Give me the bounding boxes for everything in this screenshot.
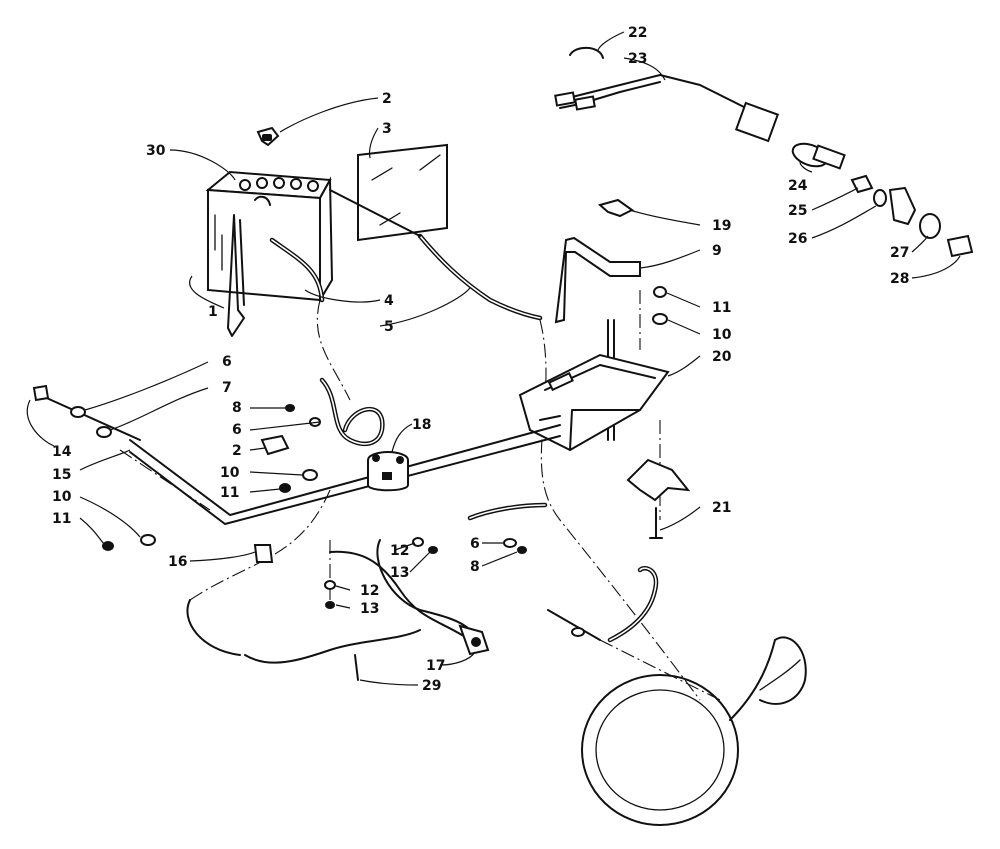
nut <box>102 541 114 551</box>
callout-bolt-left: 14 <box>52 444 72 460</box>
washer <box>96 426 112 438</box>
hold-down-rod <box>129 424 561 516</box>
callout-key-switch: 24 <box>788 178 808 194</box>
callout-positive-cable: 5 <box>384 319 394 335</box>
callout-washer-center-2: 10 <box>220 465 240 481</box>
callout-connector-sleeve: 16 <box>168 554 187 570</box>
terminal-cap <box>256 126 280 147</box>
callout-nut-right: 8 <box>470 559 480 575</box>
washer <box>324 580 336 590</box>
callout-clip: 19 <box>712 218 731 234</box>
washer <box>140 534 156 546</box>
callout-key: 28 <box>890 271 909 287</box>
starter-cable <box>607 565 659 643</box>
support-bracket <box>626 458 691 502</box>
starter-solenoid <box>367 451 409 492</box>
callout-bolt-bracket: 21 <box>712 500 731 516</box>
positive-cable <box>417 233 543 321</box>
callout-washer-lower-left: 10 <box>52 489 72 505</box>
callout-nut-solenoid: 13 <box>390 565 409 581</box>
nut <box>428 546 438 554</box>
key <box>946 234 974 258</box>
callout-washer-right: 6 <box>470 536 480 552</box>
assembly-line <box>119 449 211 511</box>
callout-key-switch-harness: 23 <box>628 51 647 67</box>
callout-nut-lower-left: 11 <box>52 511 71 527</box>
callout-retaining-ring: 22 <box>628 25 647 41</box>
battery <box>205 170 334 304</box>
callout-washer-center: 6 <box>232 422 242 438</box>
callout-washer-bracket: 10 <box>712 327 732 343</box>
callout-nut-switch: 25 <box>788 203 807 219</box>
terminal-cap <box>260 434 290 456</box>
washer <box>302 469 318 481</box>
callout-battery-strap: 1 <box>208 304 218 320</box>
callout-washer-lower: 12 <box>360 583 379 599</box>
solenoid-cable <box>467 502 548 521</box>
battery-strap <box>227 214 245 337</box>
lock-washer <box>873 189 887 207</box>
callout-starter-solenoid: 18 <box>412 417 431 433</box>
callout-battery-tray: 20 <box>712 349 732 365</box>
callout-nut-center: 8 <box>232 400 242 416</box>
washer <box>412 537 424 547</box>
washer <box>503 538 517 548</box>
battery-cable-loop <box>319 377 385 447</box>
battery-label <box>357 143 448 242</box>
callout-lock-washer-switch: 26 <box>788 231 807 247</box>
retaining-ring <box>569 46 604 59</box>
bezel-plate <box>889 187 916 225</box>
callout-terminal-cap-center: 2 <box>232 443 242 459</box>
callout-wire-terminal: 29 <box>422 678 441 694</box>
washer <box>571 627 585 637</box>
callout-battery-bracket: 9 <box>712 243 722 259</box>
callout-hold-down-rod: 15 <box>52 467 71 483</box>
callout-nut-center-2: 11 <box>220 485 239 501</box>
callout-switch-harness: 17 <box>426 658 445 674</box>
nut <box>325 601 335 609</box>
callout-washer-left-2: 7 <box>222 380 232 396</box>
left-bolt <box>32 384 141 441</box>
battery-bracket <box>554 236 641 324</box>
washer <box>70 406 86 418</box>
nut <box>653 286 667 298</box>
ground-wire <box>244 629 421 664</box>
bolt <box>649 507 663 539</box>
callout-nut-lower: 13 <box>360 601 379 617</box>
key-switch <box>791 142 846 170</box>
callout-battery-label: 3 <box>382 121 392 137</box>
callout-washer-left: 6 <box>222 354 232 370</box>
callout-battery: 30 <box>146 143 166 159</box>
callout-nut-bracket: 11 <box>712 300 731 316</box>
connector-sleeve <box>253 544 274 563</box>
clip <box>597 198 634 218</box>
callout-washer-solenoid: 12 <box>390 543 409 559</box>
switch-harness <box>329 550 471 641</box>
wire-terminal <box>354 654 359 681</box>
nut <box>517 546 527 554</box>
starter-bolt <box>547 609 601 641</box>
battery-tray <box>518 353 670 452</box>
recoil-starter <box>581 636 807 826</box>
callout-negative-cable: 4 <box>384 293 394 309</box>
connector <box>734 101 780 143</box>
assembly-line <box>599 639 721 701</box>
assembly-line <box>316 299 351 401</box>
washer <box>652 313 668 325</box>
callout-terminal-cap-top: 2 <box>382 91 392 107</box>
callout-bezel: 27 <box>890 245 909 261</box>
bezel <box>919 213 941 239</box>
key-switch-harness <box>559 74 761 116</box>
